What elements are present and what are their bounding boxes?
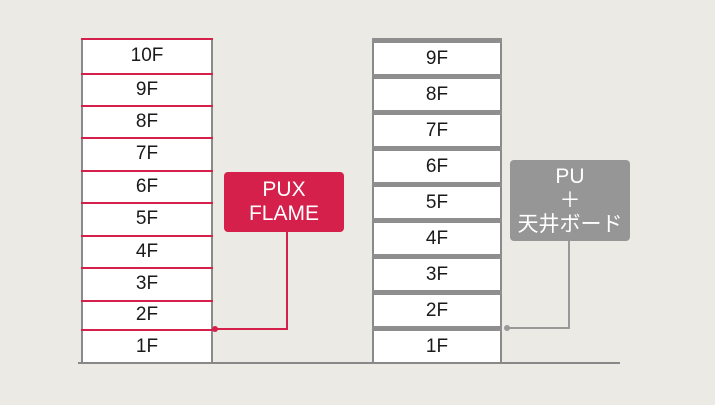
floor-slab — [372, 218, 502, 223]
floor-slab — [372, 74, 502, 79]
callout-line: ＋ — [559, 188, 581, 212]
floor-label: 3F — [81, 269, 213, 300]
floor-label: 6F — [372, 151, 502, 182]
floor-slab — [81, 267, 213, 269]
floor-slab — [81, 137, 213, 139]
floor-slab — [372, 38, 502, 43]
floor-label: 7F — [81, 139, 213, 170]
floor-label: 9F — [372, 43, 502, 74]
floor-slab — [372, 254, 502, 259]
floor-label: 5F — [81, 204, 213, 235]
anchor-dot — [212, 326, 218, 332]
floor-slab — [372, 326, 502, 331]
ground-line — [78, 362, 620, 364]
floor-slab — [81, 169, 213, 172]
floor-label: 8F — [81, 106, 213, 137]
anchor-dot — [504, 325, 510, 331]
floor-label: 5F — [372, 187, 502, 218]
leader-line — [286, 232, 288, 329]
callout-line: FLAME — [248, 202, 319, 225]
floor-label: 6F — [81, 171, 213, 202]
floor-slab — [372, 110, 502, 115]
leader-line — [216, 328, 288, 330]
callout-line: PU — [555, 164, 585, 188]
leader-line — [568, 241, 570, 328]
floor-slab — [372, 182, 502, 187]
floor-label: 1F — [81, 331, 213, 362]
floor-label: 1F — [372, 331, 502, 362]
floor-slab — [81, 72, 213, 75]
floor-slab — [81, 234, 213, 237]
pu-ceiling-board-callout: PU ＋ 天井ボード — [510, 160, 630, 241]
floor-label: 2F — [81, 301, 213, 329]
floor-label: 8F — [372, 79, 502, 110]
pux-flame-callout: PUX FLAME — [224, 172, 344, 232]
floor-label: 3F — [372, 259, 502, 290]
floor-label: 4F — [372, 223, 502, 254]
floor-slab — [372, 290, 502, 295]
floor-label: 4F — [81, 236, 213, 267]
leader-line — [508, 327, 570, 329]
floor-label: 9F — [81, 74, 213, 105]
floor-slab — [81, 299, 213, 302]
callout-line: PUX — [262, 178, 306, 201]
floor-slab — [372, 146, 502, 151]
floor-label: 2F — [372, 295, 502, 326]
floor-label: 7F — [372, 115, 502, 146]
floor-slab — [81, 202, 213, 204]
floor-slab — [81, 329, 213, 331]
floor-label: 10F — [81, 40, 213, 73]
floor-slab — [81, 104, 213, 107]
callout-line: 天井ボード — [517, 212, 623, 236]
floor-slab — [81, 38, 213, 40]
